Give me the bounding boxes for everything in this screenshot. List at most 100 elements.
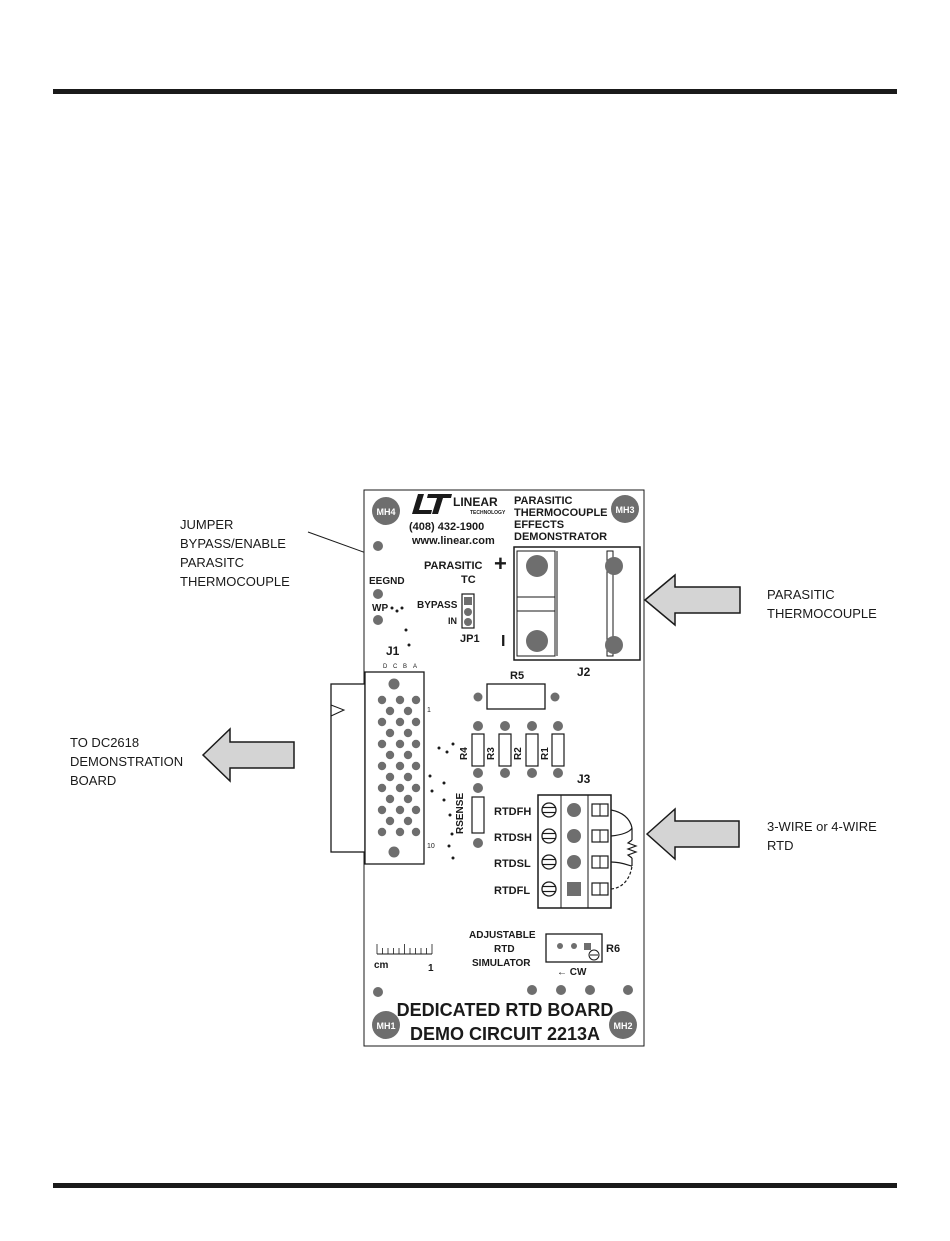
j1-pin [403, 816, 413, 826]
j1-pin [411, 761, 421, 771]
rtdsh-label: RTDSH [494, 832, 532, 844]
j1-pin [385, 750, 395, 760]
in-label: IN [448, 616, 457, 626]
resistor-r3 [498, 721, 512, 778]
jp1-label: JP1 [460, 633, 480, 645]
connector-j3[interactable] [537, 794, 612, 909]
rsense-label: RSENSE [455, 793, 466, 834]
arrow-parasitic-icon [643, 573, 741, 627]
mh3-label: MH3 [615, 505, 634, 515]
j1-pin [385, 728, 395, 738]
mh4-label: MH4 [376, 507, 395, 517]
bypass-label: BYPASS [417, 600, 458, 611]
j1-pin [377, 805, 387, 815]
r4-label: R4 [459, 747, 470, 760]
bottom-rule [53, 1183, 897, 1188]
jumper-jp1[interactable] [461, 593, 475, 629]
arrow-rtd-icon [645, 807, 740, 861]
screw-icon [541, 854, 557, 870]
connector-j1[interactable] [330, 671, 425, 865]
eegnd-label: EEGND [369, 576, 405, 587]
j1-pin [395, 695, 405, 705]
testpoint-eegnd [373, 589, 383, 599]
callout-rtd: 3-WIRE or 4-WIRE RTD [767, 819, 877, 853]
r3-label: R3 [486, 747, 497, 760]
top-rule [53, 89, 897, 94]
r5-label: R5 [510, 670, 524, 682]
j1-pin [403, 728, 413, 738]
arrow-to-board-icon [201, 727, 295, 783]
j1-pin [385, 794, 395, 804]
pad [550, 692, 560, 702]
mh2-label: MH2 [613, 1021, 632, 1031]
mounting-hole-mh1: MH1 [372, 1011, 400, 1039]
board-title-3: EFFECTS [514, 519, 564, 531]
j1-pin [395, 717, 405, 727]
board-footer-1: DEDICATED RTD BOARD [397, 1000, 614, 1020]
j1-pin [395, 805, 405, 815]
j1-pin [377, 761, 387, 771]
board-title-2: THERMOCOUPLE [514, 507, 608, 519]
board-title-4: DEMONSTRATOR [514, 531, 607, 543]
rtdfh-label: RTDFH [494, 806, 531, 818]
sim-label-3: SIMULATOR [472, 958, 531, 969]
j1-pin [403, 706, 413, 716]
j1-col-c: C [393, 664, 398, 670]
plus-label: + [494, 551, 507, 576]
j1-pin [395, 739, 405, 749]
j1-pin [403, 750, 413, 760]
j1-pin [395, 761, 405, 771]
rtdsl-label: RTDSL [494, 858, 531, 870]
logo-linear: LINEAR [453, 495, 498, 509]
j1-pin [403, 772, 413, 782]
parasitic-tc-label-2: TC [461, 574, 476, 586]
j1-pin [411, 717, 421, 727]
mounting-hole-mh4: MH4 [372, 497, 400, 525]
pad [473, 692, 483, 702]
r2-label: R2 [513, 747, 524, 760]
j1-pin [395, 827, 405, 837]
rtd-wiring [610, 809, 638, 890]
testpoint [623, 985, 633, 995]
resistor-r2 [525, 721, 539, 778]
resistor-rsense [471, 783, 485, 848]
testpoint [373, 541, 383, 551]
j1-pin-1-label: 1 [427, 707, 431, 714]
potentiometer-r6[interactable] [545, 933, 603, 963]
j1-pin [411, 739, 421, 749]
callout-parasitic-thermocouple: PARASITIC THERMOCOUPLE [767, 587, 877, 621]
resistor-r5 [486, 683, 546, 710]
screw-icon [541, 802, 557, 818]
callout-to-demo-board: TO DC2618 DEMONSTRATION BOARD [70, 735, 184, 788]
sim-label-1: ADJUSTABLE [469, 930, 536, 941]
resistor-r4 [471, 721, 485, 778]
testpoint [585, 985, 595, 995]
j1-pin [385, 816, 395, 826]
r1-label: R1 [540, 747, 551, 760]
j1-pin [411, 827, 421, 837]
testpoint [527, 985, 537, 995]
screw-icon [541, 881, 557, 897]
cm-label: cm [374, 960, 389, 971]
minus-label: I [501, 633, 505, 650]
j1-pin [377, 739, 387, 749]
j1-pin [377, 695, 387, 705]
screw-icon [541, 828, 557, 844]
j1-col-b: B [403, 664, 407, 670]
wp-label: WP [372, 603, 388, 614]
j1-pin [377, 827, 387, 837]
resistor-r1 [551, 721, 565, 778]
j1-pin [385, 772, 395, 782]
linear-logo-icon: LINEAR TECHNOLOGY [412, 494, 506, 516]
testpoint-wp [373, 615, 383, 625]
j1-pin [411, 783, 421, 793]
connector-j2[interactable] [513, 546, 641, 661]
logo-technology: TECHNOLOGY [470, 510, 506, 516]
j1-col-a: A [413, 664, 417, 670]
cw-label: ← CW [557, 967, 587, 978]
j1-pin-10-label: 10 [427, 843, 435, 850]
sim-label-2: RTD [494, 944, 515, 955]
j2-label: J2 [577, 665, 591, 679]
website: www.linear.com [411, 535, 495, 547]
